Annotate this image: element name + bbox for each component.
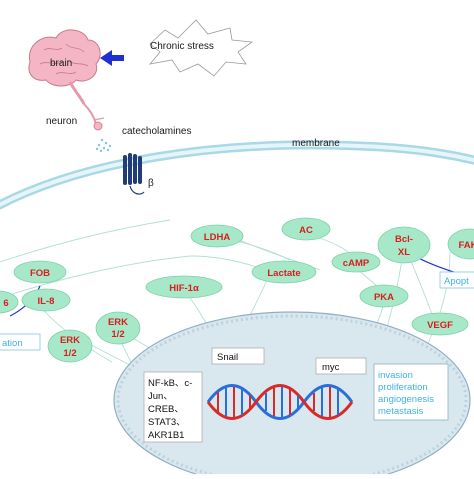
svg-text:Lactate: Lactate (267, 268, 300, 279)
cell-membrane (0, 145, 474, 210)
chronic-stress-burst: Chronic stress (150, 20, 252, 76)
svg-text:invasion: invasion (378, 370, 413, 381)
svg-text:VEGF: VEGF (427, 320, 453, 331)
brain-label: brain (50, 58, 72, 69)
apoptosis-box: Apopt (440, 272, 474, 288)
svg-text:LDHA: LDHA (204, 232, 231, 243)
node-pka: PKA (360, 285, 408, 307)
svg-text:1/2: 1/2 (111, 329, 124, 340)
chronic-stress-label: Chronic stress (150, 41, 214, 52)
svg-text:myc: myc (322, 362, 340, 373)
node-ac: AC (282, 218, 330, 240)
svg-text:IL-8: IL-8 (38, 296, 55, 307)
catecholamine-molecules (96, 139, 111, 152)
snail-box: Snail (212, 348, 264, 364)
brain-icon: brain (29, 30, 100, 104)
svg-text:AC: AC (299, 225, 313, 236)
node-fak: FAK (448, 229, 474, 259)
beta-label: β (148, 178, 154, 189)
svg-text:ERK: ERK (108, 317, 128, 328)
node-camp: cAMP (332, 252, 380, 272)
node-il8: IL-8 (22, 289, 70, 311)
node-erk-left: ERK 1/2 (48, 330, 92, 362)
svg-text:STAT3、: STAT3、 (148, 417, 186, 428)
invasion-outcomes-box: invasion proliferation angiogenesis meta… (374, 364, 448, 420)
node-bcl-xl: Bcl- XL (378, 227, 430, 263)
svg-text:PKA: PKA (374, 292, 394, 303)
node-il6: 6 (0, 291, 18, 313)
svg-text:CREB、: CREB、 (148, 404, 184, 415)
neuron-label: neuron (46, 116, 77, 127)
svg-text:angiogenesis: angiogenesis (378, 394, 434, 405)
svg-text:Snail: Snail (217, 352, 238, 363)
svg-text:NF-kB、c-: NF-kB、c- (148, 378, 192, 389)
transcription-factors-box: NF-kB、c- Jun、 CREB、 STAT3、 AKR1B1 (144, 372, 202, 442)
svg-text:AKR1B1: AKR1B1 (148, 430, 184, 441)
svg-text:ation: ation (2, 338, 23, 349)
membrane-label: membrane (292, 138, 340, 149)
node-erk-mid: ERK 1/2 (96, 312, 140, 344)
svg-text:HIF-1α: HIF-1α (169, 283, 199, 294)
svg-text:ERK: ERK (60, 335, 80, 346)
stress-arrow-icon (100, 50, 124, 66)
node-fob: FOB (14, 261, 66, 283)
catecholamines-label: catecholamines (122, 126, 191, 137)
svg-text:FOB: FOB (30, 268, 50, 279)
node-lactate: Lactate (252, 261, 316, 283)
svg-text:1/2: 1/2 (63, 348, 76, 359)
node-ldha: LDHA (191, 225, 243, 247)
svg-text:6: 6 (3, 298, 8, 309)
svg-text:Apopt: Apopt (444, 276, 469, 287)
svg-text:cAMP: cAMP (343, 258, 370, 269)
svg-text:metastasis: metastasis (378, 406, 424, 417)
svg-text:Bcl-: Bcl- (395, 234, 413, 245)
svg-text:XL: XL (398, 247, 410, 258)
neuron-icon: neuron (46, 104, 104, 130)
inflammation-box: ation (0, 334, 40, 350)
node-hif1a: HIF-1α (146, 276, 222, 298)
svg-text:proliferation: proliferation (378, 382, 428, 393)
svg-text:FAK: FAK (459, 240, 474, 251)
svg-text:Jun、: Jun、 (148, 391, 173, 402)
node-vegf: VEGF (412, 313, 468, 335)
myc-box: myc (316, 358, 366, 374)
